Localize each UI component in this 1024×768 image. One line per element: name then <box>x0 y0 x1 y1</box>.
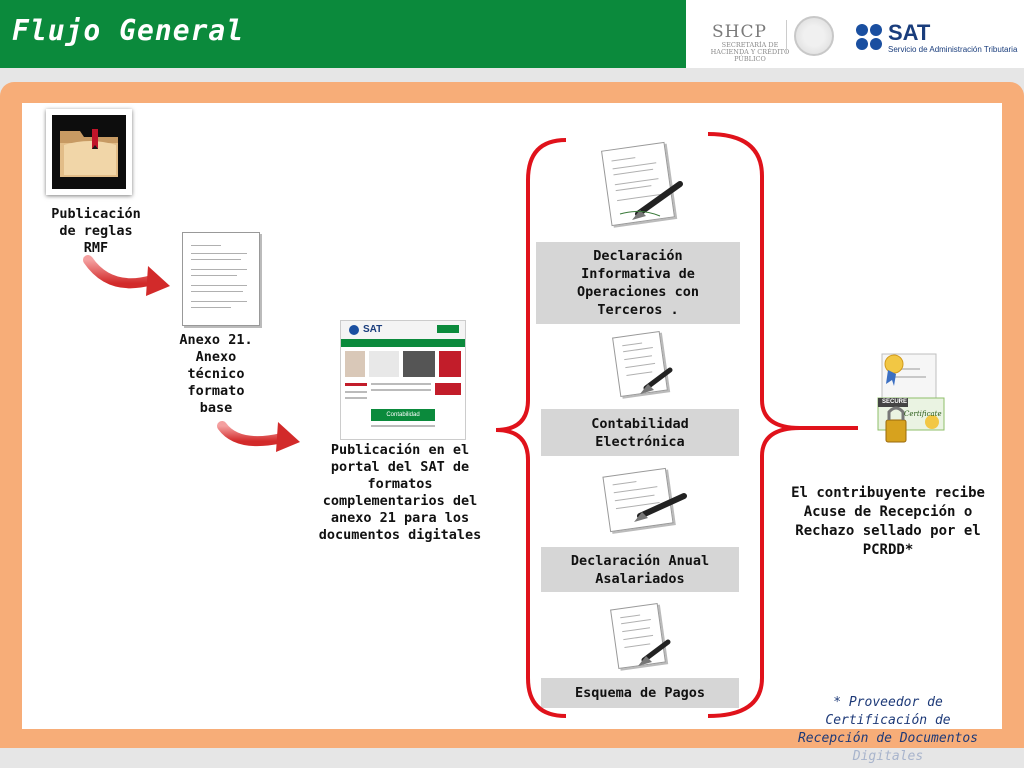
doc-label-declaracion-anual: Declaración Anual Asalariados <box>570 552 710 587</box>
footnote: * Proveedor de Certificación de Recepció… <box>776 676 1000 766</box>
logo-divider <box>786 20 787 54</box>
declaracion-anual-document-icon <box>602 467 674 533</box>
anexo-document-icon <box>182 232 260 326</box>
doc-label-informativa: Declaración Informativa de Operaciones c… <box>577 248 699 318</box>
doc-label-esquema-pagos: Esquema de Pagos <box>574 685 706 701</box>
header-logos: SHCP SECRETARÍA DE HACIENDA Y CRÉDITO PÚ… <box>686 0 1024 68</box>
shcp-subtitle: SECRETARÍA DE HACIENDA Y CRÉDITO PÚBLICO <box>710 41 790 63</box>
sat-portal-thumbnail: SAT Contabilidad electrónica <box>340 320 466 440</box>
certificate-stamp-text: SECURE <box>882 399 908 405</box>
national-seal-icon <box>794 16 834 56</box>
portal-brand: SAT <box>363 324 383 335</box>
doc-box-contabilidad: Contabilidad Electrónica <box>541 409 739 456</box>
step-anexo-label: Anexo 21. Anexo técnico formato base <box>179 332 253 416</box>
doc-box-declaracion-anual: Declaración Anual Asalariados <box>541 547 739 592</box>
footnote-text: * Proveedor de Certificación de Recepció… <box>797 695 978 746</box>
sat-logo-icon <box>856 24 884 52</box>
certificate-script-text: Certificate <box>904 410 942 418</box>
portal-banner: Contabilidad electrónica <box>371 409 435 430</box>
esquema-pagos-document-icon <box>610 602 666 670</box>
page-title: Flujo General <box>12 14 245 47</box>
doc-box-informativa: Declaración Informativa de Operaciones c… <box>536 242 740 324</box>
step-portal-label: Publicación en el portal del SAT de form… <box>318 442 482 543</box>
step-rmf-label: Publicación de reglas RMF <box>51 206 141 256</box>
shcp-logo: SHCP <box>712 22 767 42</box>
doc-box-esquema-pagos: Esquema de Pagos <box>541 678 739 708</box>
contabilidad-document-icon <box>612 330 668 398</box>
result-label: El contribuyente recibe Acuse de Recepci… <box>791 485 985 558</box>
certificate-icon: SECURE Certificate <box>874 350 946 450</box>
bottom-strip <box>0 748 1024 768</box>
sat-logo-text: SAT <box>888 20 931 45</box>
footnote-tail: Digitales <box>852 749 924 764</box>
doc-label-contabilidad: Contabilidad Electrónica <box>591 415 689 450</box>
header-bar: Flujo General <box>0 0 686 68</box>
informativa-document-icon <box>601 141 675 227</box>
folder-icon <box>46 109 132 195</box>
sat-subtitle: Servicio de Administración Tributaria <box>888 45 1018 54</box>
